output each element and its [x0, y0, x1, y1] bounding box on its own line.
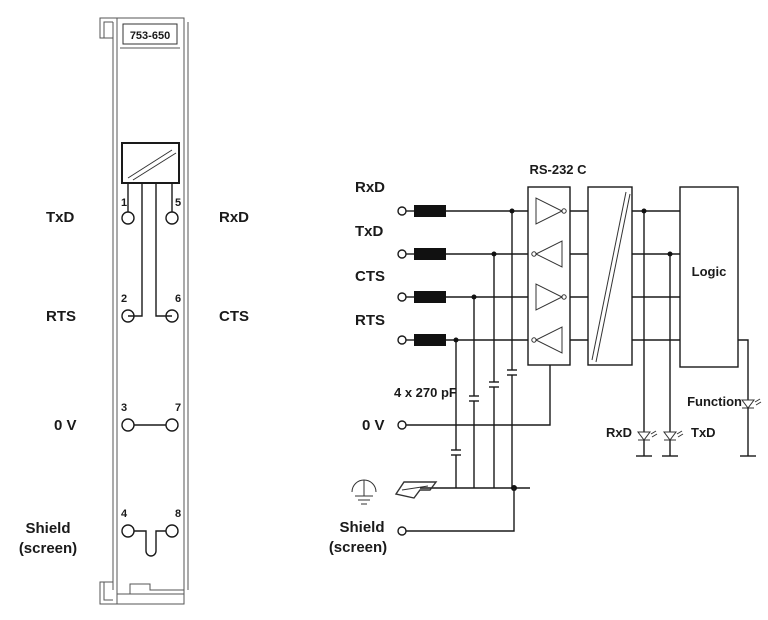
terminal-8 — [165, 524, 179, 538]
signal-cts: CTS — [355, 268, 385, 285]
module-converter — [121, 142, 180, 184]
signal-txd: TxD — [355, 223, 384, 240]
label-cts: CTS — [219, 308, 249, 325]
ground-icon — [351, 479, 377, 505]
terminal-3 — [121, 418, 135, 432]
label-shield: Shield — [25, 520, 70, 537]
logic-label: Logic — [692, 264, 727, 279]
pin-number: 5 — [175, 197, 181, 209]
capacitor-label: 4 x 270 pF — [394, 385, 457, 400]
pin-number: 1 — [121, 197, 127, 209]
label-0v: 0 V — [54, 417, 77, 434]
driver-to-isolator — [570, 210, 588, 341]
pin-number: 8 — [175, 508, 181, 520]
module-housing — [99, 17, 189, 605]
pin-number: 7 — [175, 402, 181, 414]
terminal-7 — [165, 418, 179, 432]
label-rxd: RxD — [219, 209, 249, 226]
isolator-to-logic — [632, 210, 680, 341]
zero-v-line — [397, 365, 551, 430]
signal-lines — [397, 205, 528, 346]
logic-block — [679, 186, 739, 368]
signal-rxd: RxD — [355, 179, 385, 196]
led-rxd-label: RxD — [606, 425, 632, 440]
pin-number: 6 — [175, 293, 181, 305]
pin-number: 3 — [121, 402, 127, 414]
signal-rts: RTS — [355, 312, 385, 329]
rs232-title: RS-232 C — [529, 162, 587, 177]
zero-v-label: 0 V — [362, 417, 385, 434]
terminal-2 — [121, 309, 135, 323]
label-txd: TxD — [46, 209, 75, 226]
label-rts: RTS — [46, 308, 76, 325]
led-circuits — [636, 208, 762, 457]
terminal-5 — [165, 211, 179, 225]
din-rail-icon — [394, 481, 438, 499]
ground-bus — [397, 485, 530, 536]
module-wiring — [127, 183, 173, 557]
terminal-6 — [165, 309, 179, 323]
shield-label: Shield — [339, 519, 384, 536]
label-screen: (screen) — [19, 540, 77, 557]
filter-capacitors — [451, 208, 517, 488]
led-txd-label: TxD — [691, 425, 716, 440]
pin-number: 4 — [121, 508, 128, 520]
terminal-points — [121, 211, 179, 538]
isolator-block — [587, 186, 633, 366]
pin-number: 2 — [121, 293, 127, 305]
terminal-1 — [121, 211, 135, 225]
part-number: 753-650 — [130, 30, 170, 42]
screen-label: (screen) — [329, 539, 387, 556]
led-function-label: Function — [687, 394, 742, 409]
rs232-driver-block — [527, 186, 571, 366]
terminal-4 — [121, 524, 135, 538]
